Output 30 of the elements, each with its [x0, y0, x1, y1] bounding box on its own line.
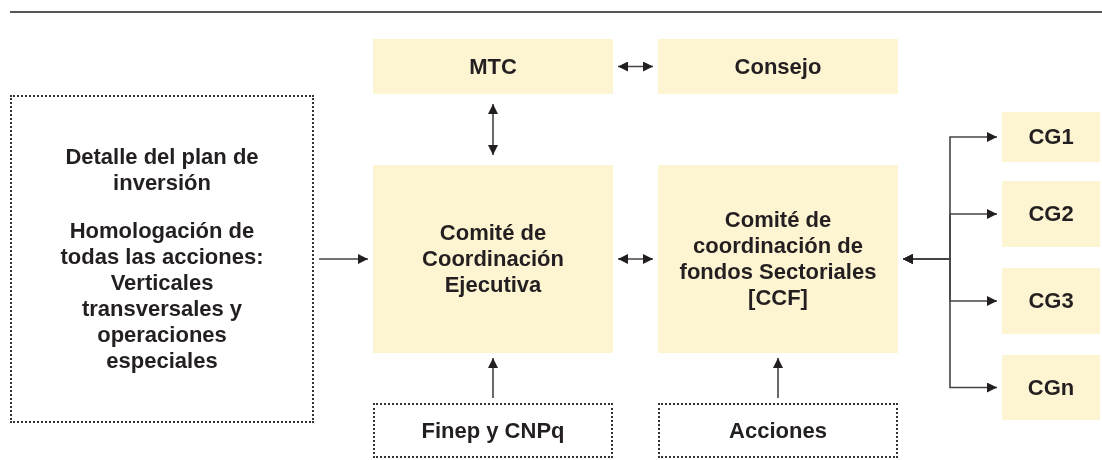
box-label: Consejo	[734, 53, 822, 80]
dotted-box	[10, 95, 314, 423]
box-label: CGn	[1027, 374, 1075, 401]
box-label: Comité de coordinación de fondos Sectoriales [CCF]	[678, 207, 878, 311]
process-box	[1002, 355, 1100, 420]
box-label: CG2	[1028, 201, 1074, 227]
process-box	[1002, 181, 1100, 247]
box-label: CG1	[1028, 124, 1074, 150]
box-label: Acciones	[729, 417, 827, 444]
arrow	[773, 357, 783, 399]
arrow	[617, 61, 654, 72]
box-label: MTC	[469, 53, 517, 80]
box-label: Finep y CNPq	[421, 417, 565, 444]
process-box	[658, 165, 898, 353]
process-box	[373, 39, 613, 94]
arrow	[488, 357, 498, 399]
arrow	[318, 254, 369, 264]
box-label: CG3	[1028, 288, 1074, 314]
box-label: Detalle del plan de inversión	[64, 144, 260, 197]
process-box	[658, 39, 898, 94]
process-box	[1002, 268, 1100, 334]
process-box	[373, 165, 613, 353]
dotted-box	[658, 403, 898, 458]
arrow	[902, 254, 998, 393]
box-label: Comité de Coordinación Ejecutiva	[421, 220, 565, 298]
arrow	[488, 103, 498, 156]
dotted-box	[373, 403, 613, 458]
arrow	[617, 254, 654, 264]
box-label: Homologación de todas las acciones: Verticales transversales y operaciones especiales	[59, 218, 265, 374]
process-box	[1002, 112, 1100, 162]
